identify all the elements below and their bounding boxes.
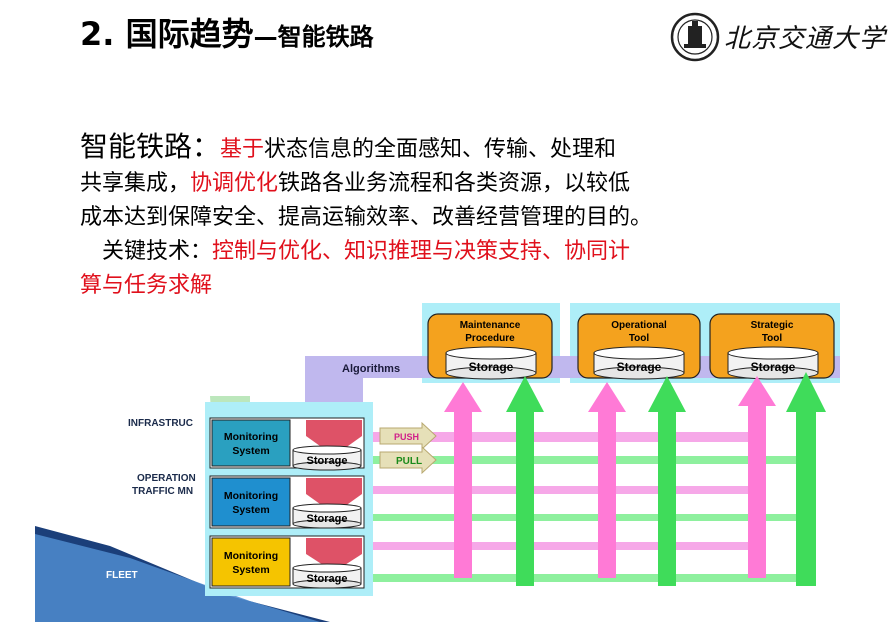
- push-arrow-3: [738, 376, 776, 578]
- svg-text:Tool: Tool: [762, 333, 783, 344]
- pull-arrow-1: [506, 376, 544, 586]
- title-sub: —智能铁路: [253, 23, 374, 51]
- up-arrows: [444, 372, 826, 586]
- svg-text:Storage: Storage: [469, 360, 514, 374]
- intro-highlight-2: 协调优化: [190, 171, 279, 196]
- svg-text:System: System: [232, 504, 269, 516]
- intro-text: 智能铁路：基于状态信息的全面感知、传输、处理和 共享集成，协调优化铁路各业务流程…: [80, 130, 840, 303]
- university-logo: [670, 12, 720, 62]
- svg-text:PUSH: PUSH: [394, 432, 419, 442]
- intro-line-2: 共享集成，协调优化铁路各业务流程和各类资源，以较低: [80, 167, 840, 201]
- tool-storage-1: Storage: [445, 346, 537, 380]
- key-tech-red-1: 控制与优化、知识推理与决策支持、协同计: [212, 239, 631, 264]
- label-operation: OPERATION: [137, 473, 196, 484]
- key-tech-line-1: 关键技术：控制与优化、知识推理与决策支持、协同计: [80, 235, 840, 269]
- push-arrow-1: [444, 382, 482, 578]
- intro-text-2a: 共享集成，: [80, 171, 191, 196]
- label-infrastructure: INFRASTRUC: [128, 418, 193, 429]
- svg-text:Monitoring: Monitoring: [224, 550, 278, 562]
- monitoring-row-2: Monitoring System: [209, 475, 365, 529]
- intro-highlight-1: 基于: [220, 137, 265, 162]
- push-indicator: PUSH: [379, 421, 437, 451]
- algorithms-label: Algorithms: [342, 363, 400, 375]
- svg-text:Maintenance: Maintenance: [460, 320, 521, 331]
- architecture-diagram: Algorithms Maintenance Procedure Operati…: [35, 303, 840, 622]
- svg-text:Monitoring: Monitoring: [224, 490, 278, 502]
- svg-text:Procedure: Procedure: [465, 333, 515, 344]
- university-logo-text: 北京交通大学: [724, 24, 887, 54]
- slide-title: 2. 国际趋势—智能铁路: [80, 18, 374, 50]
- intro-text-2b: 铁路各业务流程和各类资源，以较低: [278, 171, 631, 196]
- intro-text-1: 状态信息的全面感知、传输、处理和: [264, 137, 617, 162]
- svg-text:Monitoring: Monitoring: [224, 431, 278, 443]
- pull-indicator: PULL: [379, 445, 437, 475]
- down-arrows: [306, 420, 362, 572]
- svg-text:System: System: [232, 564, 269, 576]
- pull-arrow-3: [786, 372, 826, 586]
- svg-text:Storage: Storage: [307, 573, 348, 585]
- key-tech-label: 关键技术：: [102, 239, 213, 264]
- bg-swoosh-light: [35, 534, 320, 622]
- title-main: 2. 国际趋势: [80, 15, 254, 53]
- svg-text:Tool: Tool: [629, 333, 650, 344]
- intro-lead: 智能铁路：: [80, 130, 221, 163]
- svg-text:Operational: Operational: [611, 320, 667, 331]
- monitoring-storage-1: Storage: [292, 445, 362, 471]
- svg-text:System: System: [232, 445, 269, 457]
- svg-text:Strategic: Strategic: [751, 320, 794, 331]
- tool-storage-2: Storage: [593, 346, 685, 380]
- tool-storage-3: Storage: [727, 346, 819, 380]
- intro-line-1: 智能铁路：基于状态信息的全面感知、传输、处理和: [80, 130, 840, 167]
- push-arrow-2: [588, 382, 626, 578]
- svg-text:Storage: Storage: [307, 513, 348, 525]
- key-tech-line-2: 算与任务求解: [80, 273, 213, 298]
- monitoring-storage-3: Storage: [292, 563, 362, 589]
- svg-text:PULL: PULL: [396, 456, 422, 467]
- svg-text:Storage: Storage: [307, 455, 348, 467]
- label-fleet: FLEET: [106, 570, 138, 581]
- monitoring-storage-2: Storage: [292, 503, 362, 529]
- svg-text:Storage: Storage: [751, 360, 796, 374]
- pull-arrow-2: [648, 376, 686, 586]
- intro-line-3: 成本达到保障安全、提高运输效率、改善经营管理的目的。: [80, 205, 653, 230]
- label-traffic: TRAFFIC MN: [132, 486, 193, 497]
- svg-text:Storage: Storage: [617, 360, 662, 374]
